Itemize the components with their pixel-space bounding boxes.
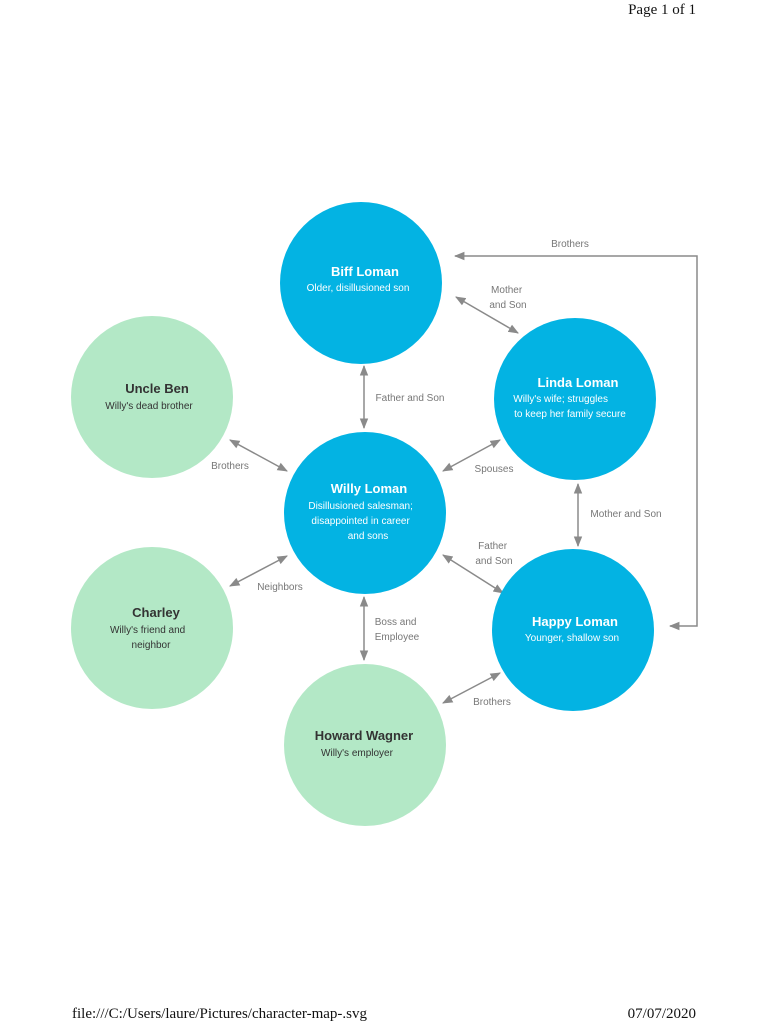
svg-text:Willy's wife; struggles: Willy's wife; struggles to keep her fami… [513, 394, 626, 420]
page-number: Page 1 of 1 [628, 2, 696, 18]
svg-text:Uncle Ben: Uncle Ben [125, 381, 189, 396]
edge-biff-linda [455, 296, 519, 334]
edge-charley-willy [229, 555, 288, 587]
node-biff-loman: Biff Loman Older, disillusioned son [280, 202, 442, 364]
label-biff-linda: Mother and Son [489, 285, 526, 311]
label-charley-willy: Neighbors [257, 582, 303, 593]
svg-text:Willy's friend and neigh: Willy's friend and neighbor [110, 625, 188, 651]
label-linda-happy: Mother and Son [590, 509, 661, 520]
node-happy-loman: Happy Loman Younger, shallow son [492, 549, 654, 711]
edge-ben-willy [229, 439, 288, 472]
node-charley: Charley Willy's friend and neighbor [71, 547, 233, 709]
svg-text:Linda Loman: Linda Loman [538, 375, 619, 390]
svg-text:Willy's dead brother: Willy's dead brother [105, 401, 193, 412]
svg-text:Willy's employer: Willy's employer [321, 748, 394, 759]
node-uncle-ben: Uncle Ben Willy's dead brother [71, 316, 233, 478]
edge-willy-happy [442, 554, 504, 594]
footer-file-path: file:///C:/Users/laure/Pictures/characte… [72, 1006, 368, 1022]
label-ben-willy: Brothers [211, 461, 249, 472]
node-linda-loman: Linda Loman Willy's wife; struggles to k… [494, 318, 656, 480]
edge-willy-linda [442, 439, 501, 472]
svg-text:Disillusioned salesman;: Disillusioned salesman; disappointed in … [308, 501, 415, 542]
node-willy-loman: Willy Loman Disillusioned salesman; disa… [284, 432, 446, 594]
label-willy-happy: Father and Son [475, 541, 512, 567]
svg-text:Biff Loman: Biff Loman [331, 264, 399, 279]
label-biff-willy: Father and Son [376, 393, 445, 404]
svg-text:Younger, shallow son: Younger, shallow son [525, 633, 619, 644]
connectors [229, 251, 698, 704]
label-howard-happy: Brothers [473, 697, 511, 708]
svg-text:Howard Wagner: Howard Wagner [315, 728, 413, 743]
label-biff-happy: Brothers [551, 239, 589, 250]
svg-text:Willy Loman: Willy Loman [331, 481, 408, 496]
footer-date: 07/07/2020 [627, 1006, 696, 1022]
node-howard-wagner: Howard Wagner Willy's employer [284, 664, 446, 826]
label-willy-linda: Spouses [475, 464, 514, 475]
label-willy-howard: Boss and Employee [375, 617, 420, 643]
edge-biff-happy [453, 251, 698, 631]
svg-text:Charley: Charley [132, 605, 180, 620]
svg-text:Older, disillusioned son: Older, disillusioned son [307, 283, 410, 294]
edge-howard-happy [442, 672, 501, 704]
svg-text:Happy Loman: Happy Loman [532, 614, 618, 629]
edge-labels: Brothers Mother and Son Father and Son B… [211, 239, 661, 708]
